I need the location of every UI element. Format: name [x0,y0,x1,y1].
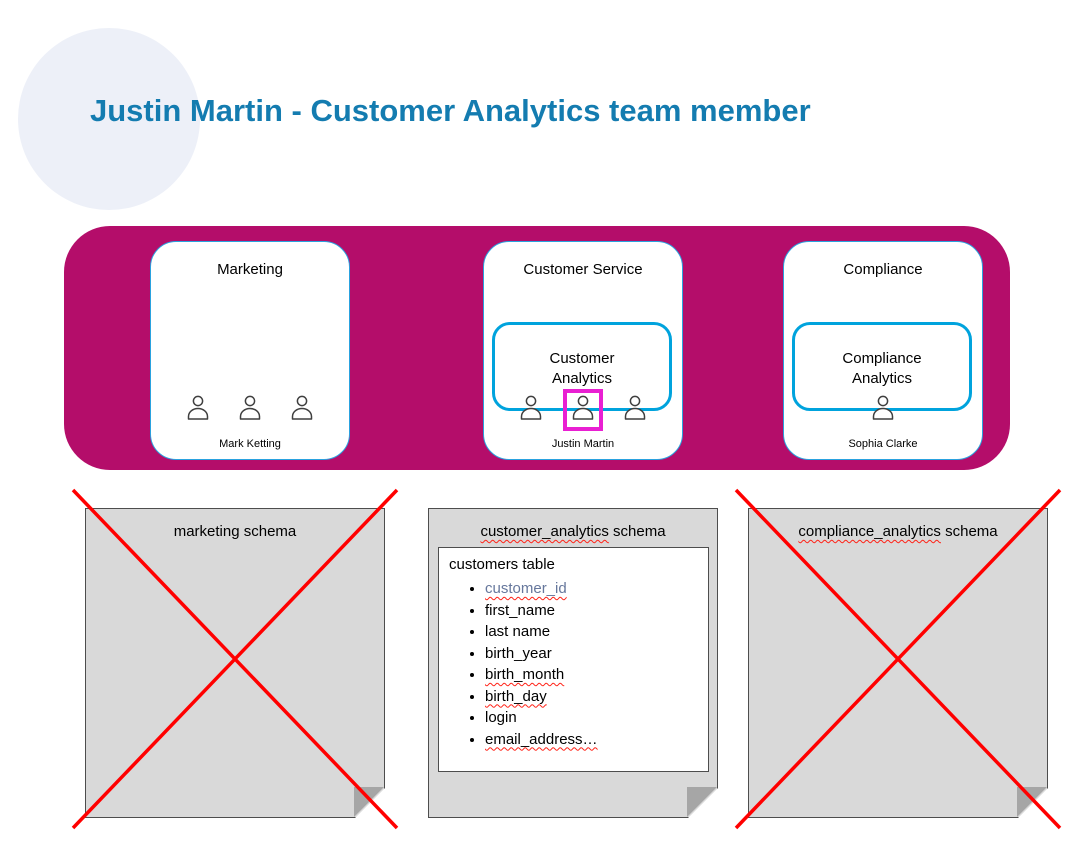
background-circle [18,28,200,210]
schema-note-compliance-analytics: compliance_analytics schema [748,508,1048,818]
folded-corner-icon [354,787,384,817]
schema-suffix: schema [940,523,998,540]
schema-note-title: compliance_analytics schema [749,523,1047,540]
member-name: Sophia Clarke [848,438,918,450]
person-icon [624,395,646,420]
customers-table-box: customers table customer_id first_name l… [438,547,709,772]
team-label: Compliance Analytics [842,350,922,387]
columns-list: customer_id first_name last name birth_y… [449,578,698,750]
person-icon [520,395,542,420]
table-title: customers table [449,556,555,573]
team-label: Customer Analytics [549,350,615,387]
dept-label: Marketing [217,261,283,278]
column-item: first_name [485,600,698,622]
column-item: login [485,707,698,729]
column-item: birth_month [485,664,698,686]
team-members-icons [484,393,682,423]
schema-note-marketing: marketing schema [85,508,385,818]
column-item: birth_year [485,643,698,665]
schema-suffix: schema [608,523,666,540]
column-item: birth_day [485,686,698,708]
person-icon [239,395,261,420]
person-icon [291,395,313,420]
member-name: Justin Martin [551,438,615,450]
schema-name: customer_analytics [480,523,609,540]
person-icon [872,395,894,420]
schema-name: marketing [173,523,240,540]
dept-box-customer-service: Customer Service Customer Analytics Just… [483,241,683,460]
column-item: customer_id [485,578,698,600]
page-title: Justin Martin - Customer Analytics team … [90,93,811,128]
dept-label: Customer Service [523,261,643,278]
member-name: Mark Ketting [219,438,281,450]
folded-corner-icon [687,787,717,817]
folded-corner-icon [1017,787,1047,817]
schema-note-customer-analytics: customer_analytics schema customers tabl… [428,508,718,818]
dept-box-marketing: Marketing Mark Ketting [150,241,350,460]
column-item: email_address… [485,729,698,751]
schema-name: compliance_analytics [798,523,941,540]
dept-label: Compliance [843,261,923,278]
person-icon-justin-martin [572,395,594,420]
schema-note-title: customer_analytics schema [429,523,717,540]
schema-suffix: schema [239,523,297,540]
justin-martin-highlight [563,389,603,431]
team-members-icons [151,393,349,423]
person-icon [187,395,209,420]
schema-note-title: marketing schema [86,523,384,540]
team-members-icons [784,393,982,423]
dept-box-compliance: Compliance Compliance Analytics Sophia C… [783,241,983,460]
column-item: last name [485,621,698,643]
